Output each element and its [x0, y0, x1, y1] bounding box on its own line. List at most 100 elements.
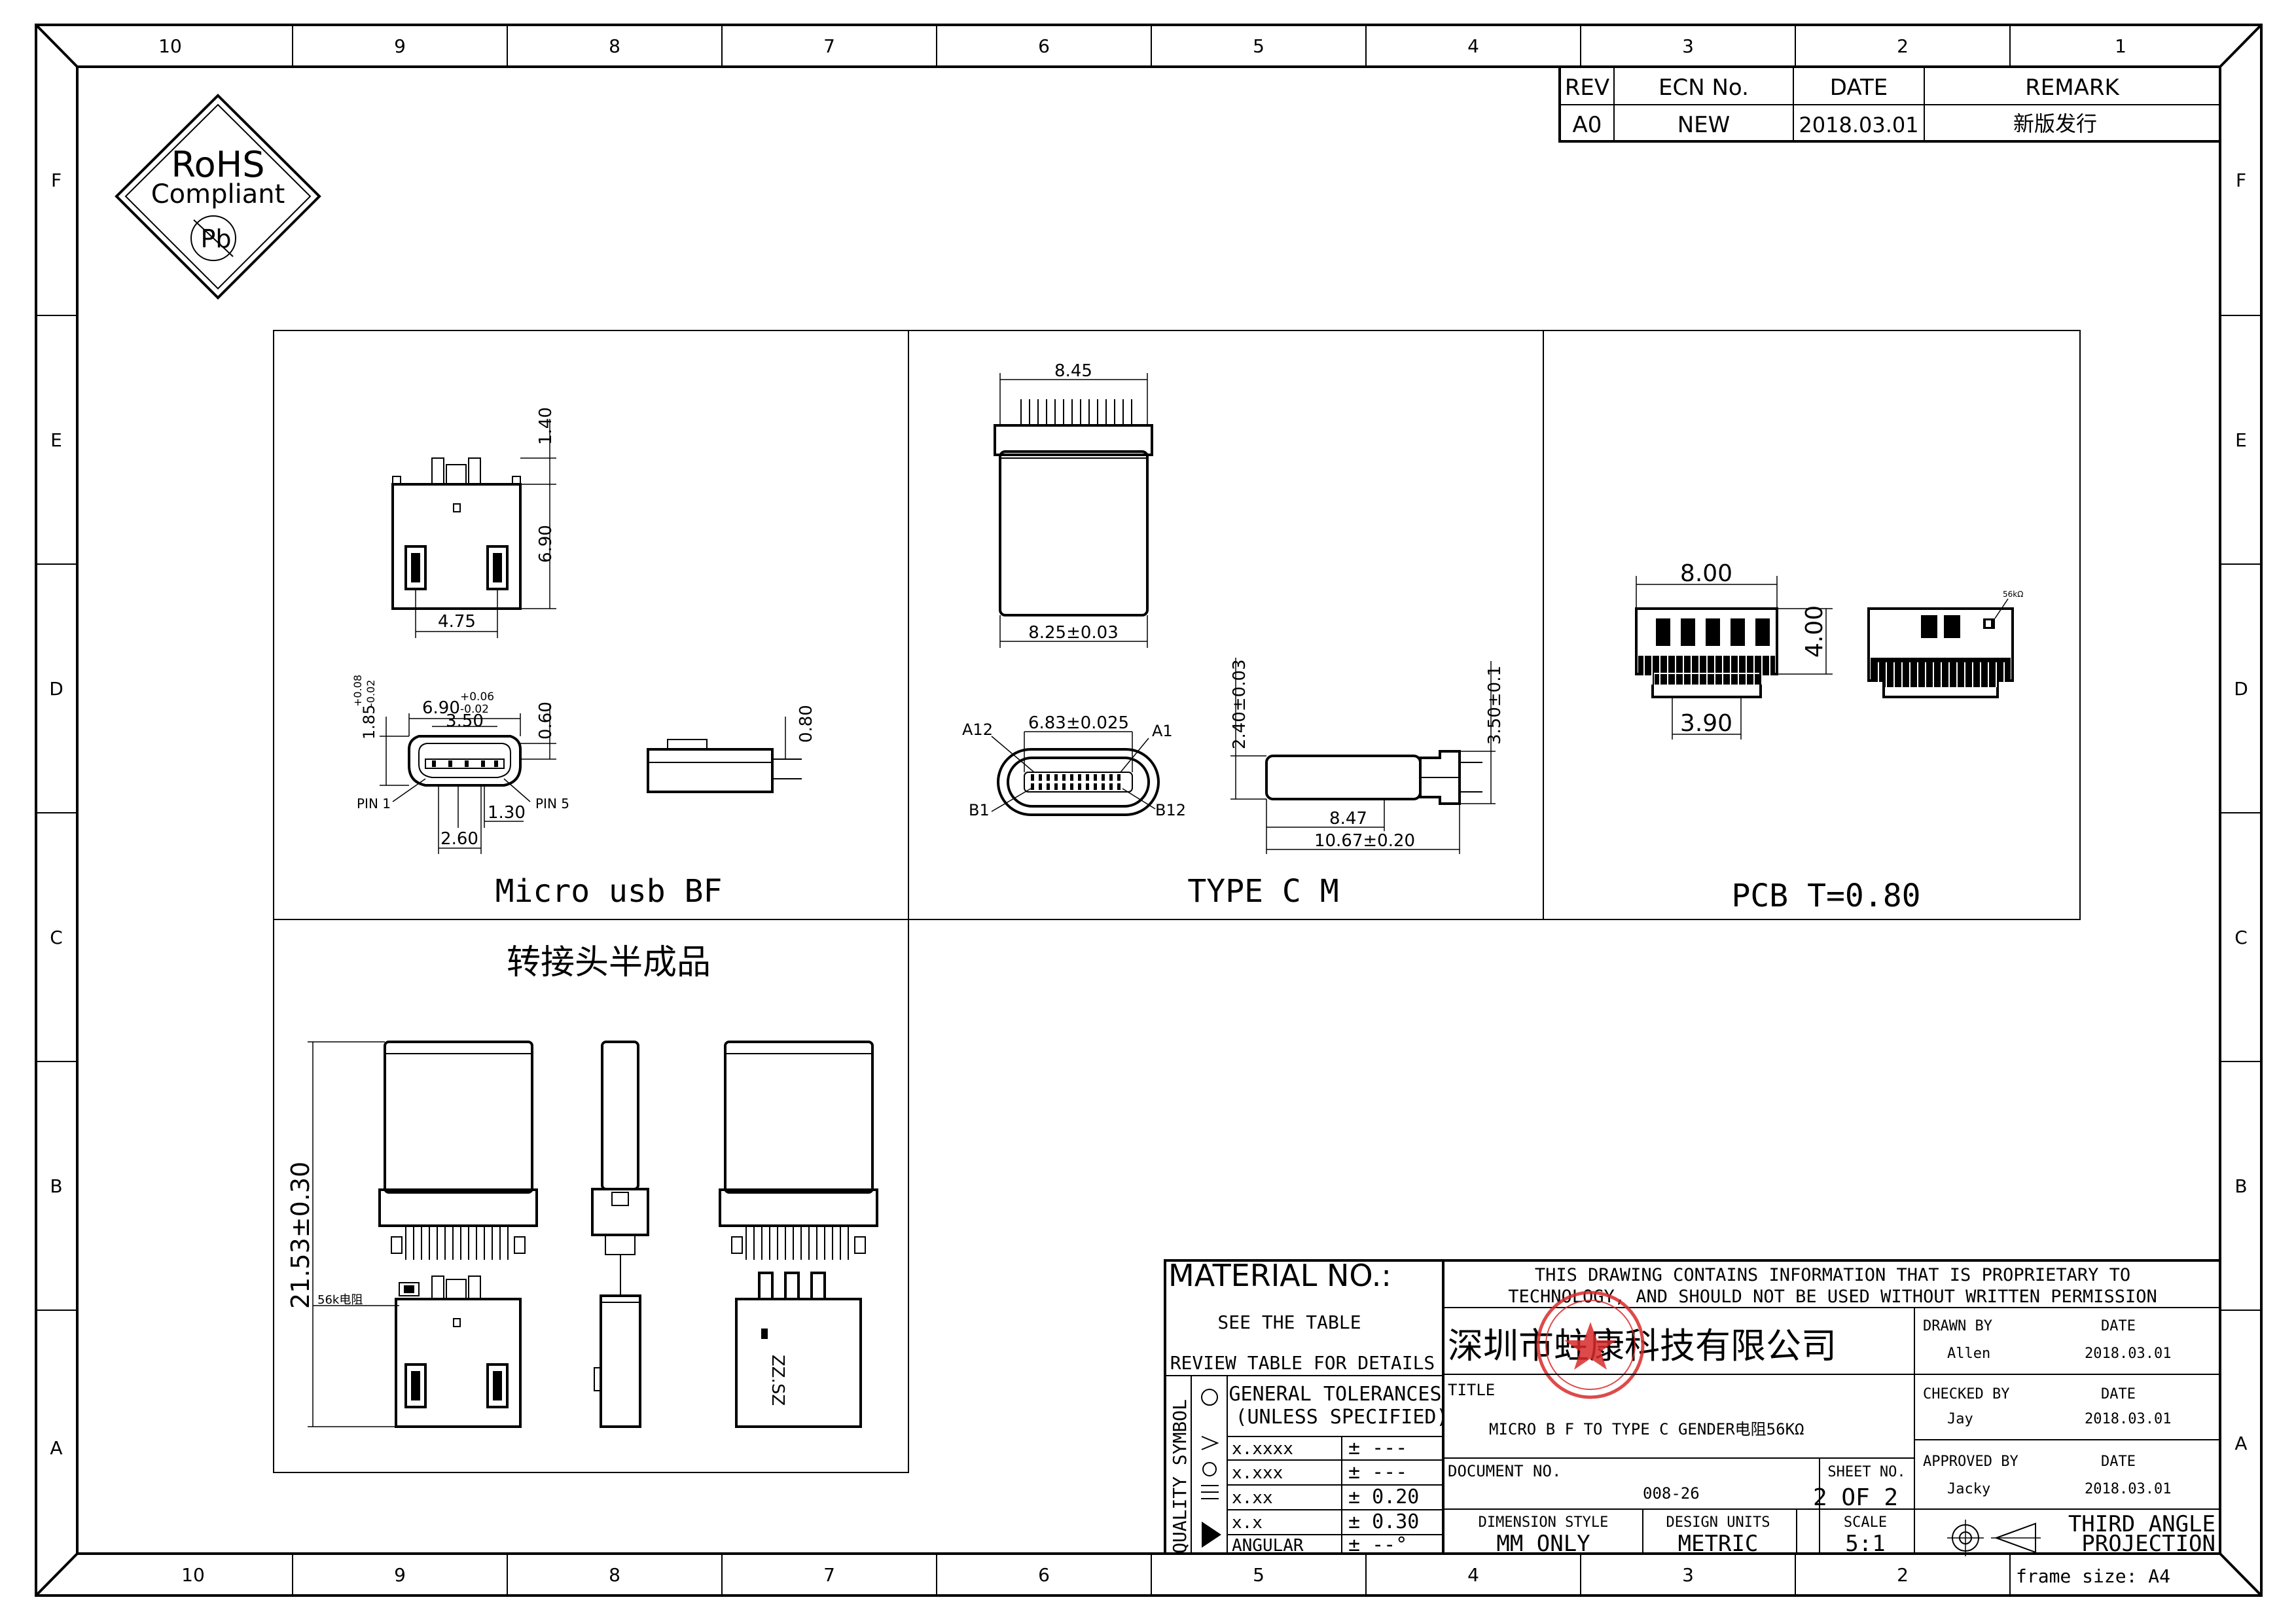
dim-style-value: MM ONLY: [1496, 1531, 1590, 1557]
projection-line-1: THIRD ANGLE: [2068, 1511, 2215, 1537]
dim-1-85-upper: +0.08: [351, 675, 364, 707]
rev-row-rev: A0: [1573, 112, 1602, 138]
rohs-logo: RoHS Compliant Pb: [115, 94, 321, 300]
semi-finished-label: 转接头半成品: [507, 943, 711, 982]
semi-finished-view: 转接头半成品 56k电阻 21.53±0.30: [286, 943, 878, 1428]
approved-date-label: DATE: [2101, 1454, 2136, 1470]
frame-size-label: frame size: A4: [2016, 1565, 2170, 1587]
pin-b1: B1: [969, 801, 990, 819]
general-tol-label: GENERAL TOLERANCES: [1229, 1383, 1441, 1406]
pin-a12: A12: [962, 721, 993, 739]
dim-6-90-tol: 6.90: [422, 698, 460, 718]
rohs-text: RoHS: [171, 144, 264, 185]
rev-row-remark: 新版发行: [2013, 111, 2097, 136]
col-top-10: 10: [158, 35, 182, 57]
pin1-label: PIN 1: [357, 796, 391, 812]
company-stamp: [1536, 1291, 1645, 1399]
rohs-compliant-text: Compliant: [151, 179, 285, 209]
unless-specified-label: (UNLESS SPECIFIED): [1235, 1406, 1448, 1429]
dim-4-00: 4.00: [1801, 605, 1828, 658]
rev-header-rev: REV: [1565, 75, 1609, 101]
title-block: MATERIAL NO.: SEE THE TABLE REVIEW TABLE…: [1164, 1258, 2221, 1557]
micro-usb-view: 1.40 6.90 4.75 6.90 +0.06 -0.02 3.50 1.8…: [351, 407, 816, 910]
tol-fmt-2: x.xx: [1232, 1488, 1273, 1508]
pin-a1: A1: [1152, 722, 1173, 740]
dim-1-85-lower: -0.02: [365, 680, 377, 707]
col-bottom-5: 5: [1253, 1564, 1265, 1586]
material-no-label: MATERIAL NO.:: [1168, 1258, 1391, 1293]
col-top-1: 1: [2115, 35, 2126, 57]
sheet-no-value: 2 OF 2: [1813, 1484, 1898, 1511]
col-bottom-2: 2: [1897, 1564, 1909, 1586]
col-bottom-8: 8: [609, 1564, 620, 1586]
pcb-view: 8.00 4.00 3.90 56kΩ P: [1635, 560, 2023, 914]
row-left-D: D: [49, 678, 63, 700]
dim-3-90: 3.90: [1680, 710, 1732, 737]
row-right-C: C: [2234, 927, 2248, 948]
drawn-by-label: DRAWN BY: [1923, 1318, 1992, 1334]
resistor-label-semi: 56k电阻: [317, 1293, 363, 1307]
dim-1-85: 1.85: [360, 705, 378, 740]
approved-by-name: Jacky: [1947, 1481, 1990, 1497]
row-right-A: A: [2234, 1433, 2247, 1454]
document-no-value: 008-26: [1643, 1484, 1700, 1503]
dim-8-00: 8.00: [1680, 560, 1732, 587]
row-right-E: E: [2235, 429, 2247, 451]
rev-header-date: DATE: [1830, 75, 1888, 101]
dim-6-90-upper: +0.06: [460, 690, 494, 704]
dim-6-90-lower: -0.02: [460, 703, 489, 716]
col-top-4: 4: [1467, 35, 1479, 57]
design-units-label: DESIGN UNITS: [1666, 1514, 1770, 1531]
see-table-text: SEE THE TABLE: [1217, 1311, 1361, 1333]
view-panels: [273, 330, 2081, 1473]
pb-text: Pb: [200, 224, 231, 253]
col-bottom-10: 10: [181, 1564, 205, 1586]
review-table-text: REVIEW TABLE FOR DETAILS: [1170, 1352, 1435, 1374]
quality-symbol-label: QUALITY SYMBOL: [1169, 1399, 1191, 1554]
no-lead-icon: Pb: [190, 215, 236, 261]
checked-by-name: Jay: [1947, 1411, 1973, 1427]
third-angle-projection-icon: [1947, 1520, 2041, 1556]
document-no-label: DOCUMENT NO.: [1448, 1462, 1561, 1480]
row-right-B: B: [2234, 1175, 2247, 1197]
tol-val-3: ± 0.30: [1348, 1510, 1419, 1533]
scale-label: SCALE: [1844, 1514, 1887, 1531]
sheet-frame: 10 9 8 7 6 5 4 3 2 1 10 9 8 7 6 5 4 3 2 …: [35, 24, 2263, 1597]
col-top-8: 8: [609, 35, 620, 57]
proprietary-line-2: TECHNOLOGY, AND SHOULD NOT BE USED WITHO…: [1508, 1287, 2157, 1307]
dim-6-90: 6.90: [536, 525, 556, 563]
tol-val-1: ± ---: [1348, 1461, 1407, 1484]
dim-21-53: 21.53±0.30: [286, 1162, 315, 1309]
micro-usb-label: Micro usb BF: [495, 873, 723, 910]
row-left-E: E: [50, 429, 62, 451]
dim-8-45: 8.45: [1054, 361, 1092, 381]
tol-fmt-3: x.x: [1232, 1513, 1263, 1533]
drawn-date: 2018.03.01: [2085, 1346, 2171, 1362]
type-c-view: 8.45 8.25±0.03 6.83±0.025 A12 A1: [962, 361, 1505, 910]
pcb-label: PCB T=0.80: [1732, 878, 1921, 914]
quality-symbols: [1201, 1389, 1221, 1548]
rev-header-ecn: ECN No.: [1659, 75, 1749, 101]
title-value: MICRO B F TO TYPE C GENDER电阻56KΩ: [1489, 1420, 1804, 1438]
col-bottom-9: 9: [394, 1564, 406, 1586]
pin-b12: B12: [1155, 801, 1186, 819]
col-top-3: 3: [1682, 35, 1694, 57]
type-c-label: TYPE C M: [1187, 873, 1338, 910]
rev-row-ecn: NEW: [1677, 112, 1731, 138]
dim-style-label: DIMENSION STYLE: [1479, 1514, 1609, 1531]
drawn-date-label: DATE: [2101, 1318, 2136, 1334]
dim-2-60: 2.60: [440, 829, 478, 849]
col-top-9: 9: [394, 35, 406, 57]
drawn-by-name: Allen: [1947, 1346, 1990, 1362]
dim-6-83: 6.83±0.025: [1028, 713, 1129, 733]
resistor-label-56k: 56kΩ: [2003, 590, 2023, 599]
col-top-6: 6: [1038, 35, 1050, 57]
row-right-F: F: [2236, 169, 2246, 191]
design-units-value: METRIC: [1678, 1531, 1759, 1557]
tol-val-2: ± 0.20: [1348, 1486, 1419, 1508]
dim-10-67: 10.67±0.20: [1314, 831, 1415, 851]
dim-8-47: 8.47: [1329, 809, 1367, 829]
col-bottom-6: 6: [1038, 1564, 1050, 1586]
col-top-2: 2: [1897, 35, 1909, 57]
row-left-C: C: [50, 927, 63, 948]
